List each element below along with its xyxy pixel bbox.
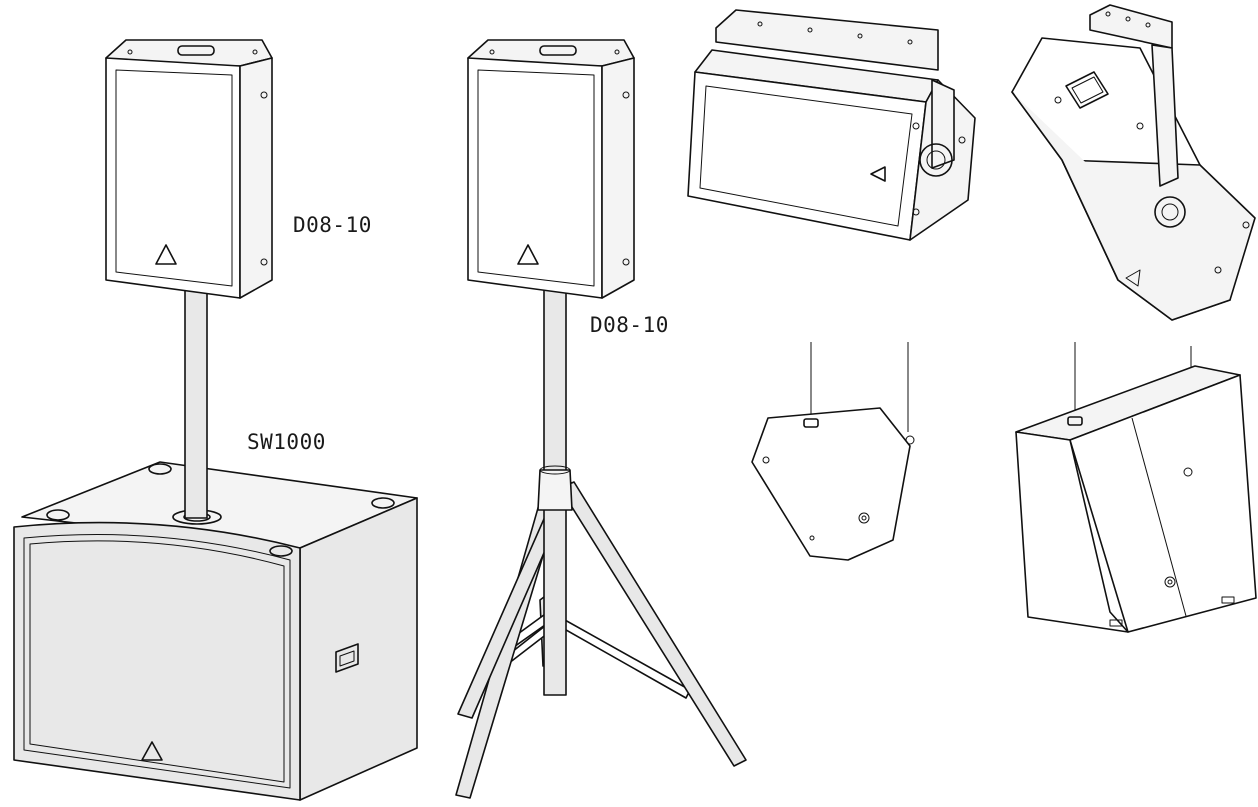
subwoofer-sw1000 [13,461,418,801]
speaker-ceiling-bracket [1011,4,1256,321]
label-sw1000: SW1000 [247,430,326,454]
speaker-suspended-tilted [1015,342,1257,633]
speaker-d08-10-stand [467,39,635,299]
label-d08-10-stand: D08-10 [590,313,669,337]
tripod-stand [455,289,747,799]
speaker-suspended-side-view [751,342,915,561]
subwoofer-pole [184,289,208,519]
speaker-d08-10-left [105,39,273,299]
speaker-wall-bracket-horizontal [687,9,976,241]
label-d08-10-left: D08-10 [293,213,372,237]
